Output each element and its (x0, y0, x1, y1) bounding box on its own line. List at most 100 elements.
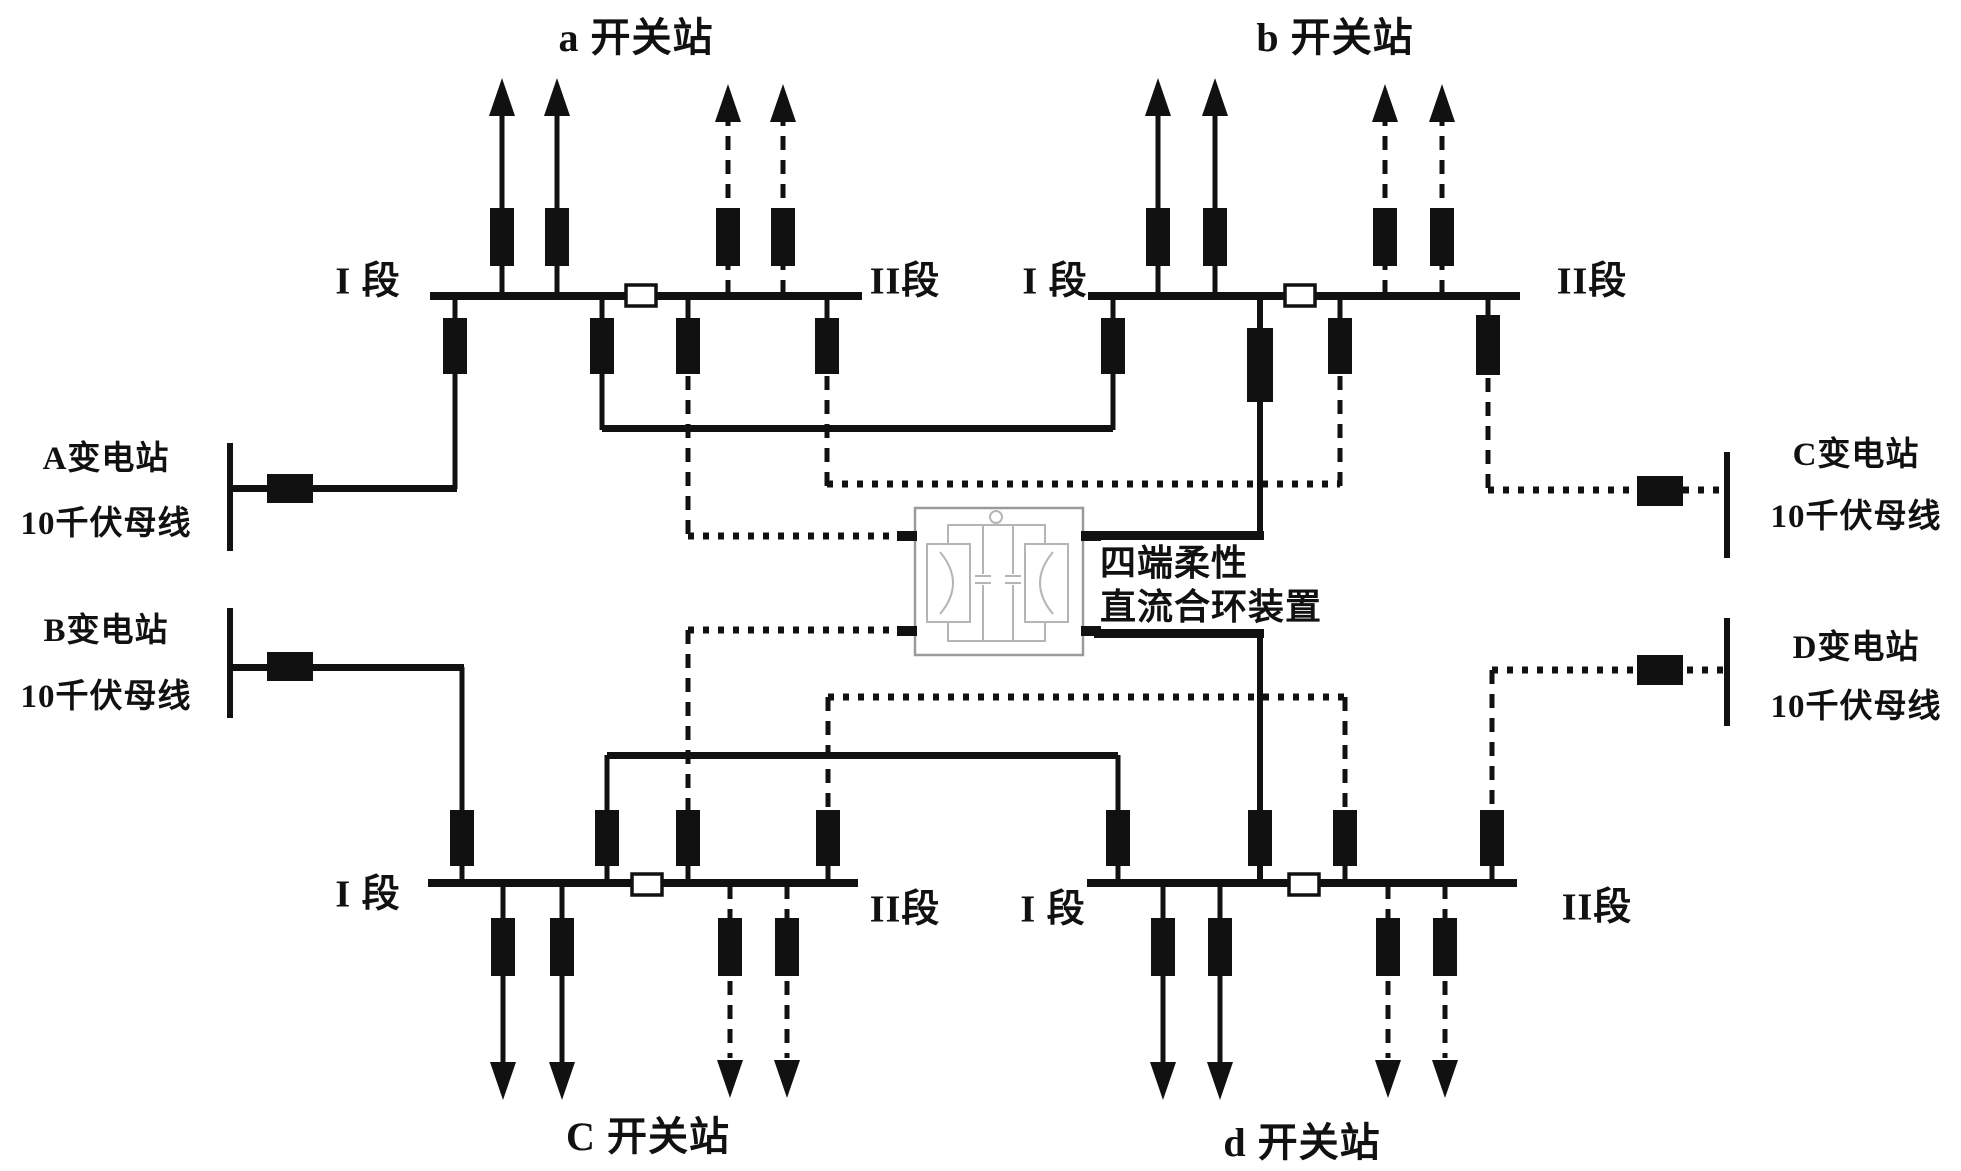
feeder-breaker (775, 918, 799, 976)
substation-A (227, 443, 457, 551)
feeder-breaker (718, 918, 742, 976)
station-a-section2-label: II段 (869, 260, 941, 303)
bus-tie-switch (1283, 283, 1317, 308)
station-d (1087, 633, 1517, 1100)
substation-c-name-label: C变电站 (1792, 437, 1920, 473)
substation-bus-bar (227, 608, 233, 718)
feeder-arrowhead (715, 84, 741, 122)
feeder-breaker (1433, 918, 1457, 976)
feeder-arrowhead (1375, 1060, 1401, 1098)
station-d-section2-label: II段 (1561, 886, 1633, 929)
station-a (430, 78, 862, 537)
device-box (913, 506, 1085, 657)
substation-c-bus-label: 10千伏母线 (1770, 499, 1942, 535)
drop-breaker (1480, 810, 1504, 866)
feeder-arrowhead (1207, 1062, 1233, 1100)
device-converter-arc-right (1039, 551, 1054, 615)
station-c-section2-label: II段 (869, 888, 941, 931)
device-connections (688, 531, 1264, 638)
feeder-arrowhead (1202, 78, 1228, 116)
substation-d-bus-label: 10千伏母线 (1770, 689, 1942, 725)
substation-breaker (1637, 655, 1683, 685)
device-converter-right (1024, 543, 1069, 623)
device-coil-icon (989, 510, 1003, 524)
feeder-breaker (1146, 208, 1170, 266)
substation-b-name-label: B变电站 (43, 613, 169, 649)
drop-breaker (676, 318, 700, 374)
drop-breaker (1328, 318, 1352, 374)
feeder-breaker (1373, 208, 1397, 266)
device-terminal-line-top-right (1094, 531, 1264, 540)
device-internals (926, 510, 1069, 642)
substation-B (227, 608, 464, 718)
drop-breaker (1247, 328, 1273, 402)
drop-breaker (1333, 810, 1357, 866)
feeder-arrowhead (1145, 78, 1171, 116)
drop-breaker (676, 810, 700, 866)
substation-b-bus-label: 10千伏母线 (20, 679, 192, 715)
substation-D (1492, 618, 1730, 726)
station-b-section1-label: I 段 (1022, 260, 1088, 303)
feeder-arrowhead (544, 78, 570, 116)
substation-bus-bar (227, 443, 233, 551)
bus-tie-switch (624, 283, 658, 308)
feeder-breaker (545, 208, 569, 266)
station-d-label: d 开关站 (1223, 1120, 1381, 1165)
substation-bus-bar (1724, 618, 1730, 726)
drop-breaker (443, 318, 467, 374)
tie-lines (602, 425, 1345, 759)
feeder-breaker (1151, 918, 1175, 976)
feeder-arrowhead (770, 84, 796, 122)
station-d-section1-label: I 段 (1020, 888, 1086, 931)
drop-breaker (595, 810, 619, 866)
device-capacitor-left (975, 525, 991, 641)
device-terminal-line-bottom-right (1094, 629, 1264, 638)
feeder-arrowhead (774, 1060, 800, 1098)
substation-line (233, 485, 457, 492)
drop-breaker (1106, 810, 1130, 866)
drop-breaker (1101, 318, 1125, 374)
drop-breaker (816, 810, 840, 866)
device-terminal-stub (1081, 531, 1101, 541)
feeder-arrowhead (1150, 1062, 1176, 1100)
bus-tie-switch (630, 872, 664, 897)
substation-breaker (267, 474, 313, 503)
device-capacitor-right (1005, 525, 1021, 641)
feeder-arrowhead (1372, 84, 1398, 122)
station-a-label: a 开关站 (558, 15, 714, 60)
substation-a-bus-label: 10千伏母线 (20, 506, 192, 542)
device-converter-arc-left (939, 551, 954, 615)
drop-breaker (450, 810, 474, 866)
substation-breaker (267, 652, 313, 681)
station-c-section1-label: I 段 (335, 873, 401, 916)
substation-bus-bar (1724, 452, 1730, 558)
substation-d-name-label: D变电站 (1792, 630, 1920, 666)
device-inner-rails (947, 524, 1046, 642)
drop-breaker (590, 318, 614, 374)
station-c (428, 630, 858, 1100)
device-terminal-stub (1081, 626, 1101, 636)
station-b (1088, 78, 1520, 535)
device-label-line2: 直流合环装置 (1100, 587, 1323, 627)
device-label-line1: 四端柔性 (1100, 543, 1249, 583)
feeder-arrowhead (489, 78, 515, 116)
substation-line (233, 664, 464, 671)
feeder-breaker (491, 918, 515, 976)
substation-a-name-label: A变电站 (42, 441, 170, 477)
tie-line-solid-ab (602, 425, 1113, 432)
drop-breaker (1248, 810, 1272, 866)
feeder-breaker (1208, 918, 1232, 976)
drop-breaker (1476, 315, 1500, 375)
feeder-arrowhead (1432, 1060, 1458, 1098)
dc-loop-device (897, 506, 1101, 657)
tie-line-solid-cd (607, 752, 1118, 759)
feeder-arrowhead (549, 1062, 575, 1100)
device-terminal-stub (897, 626, 917, 636)
feeder-breaker (1430, 208, 1454, 266)
feeder-arrowhead (1429, 84, 1455, 122)
device-terminal-stub (897, 531, 917, 541)
feeder-breaker (1376, 918, 1400, 976)
feeder-breaker (716, 208, 740, 266)
feeder-arrowhead (717, 1060, 743, 1098)
